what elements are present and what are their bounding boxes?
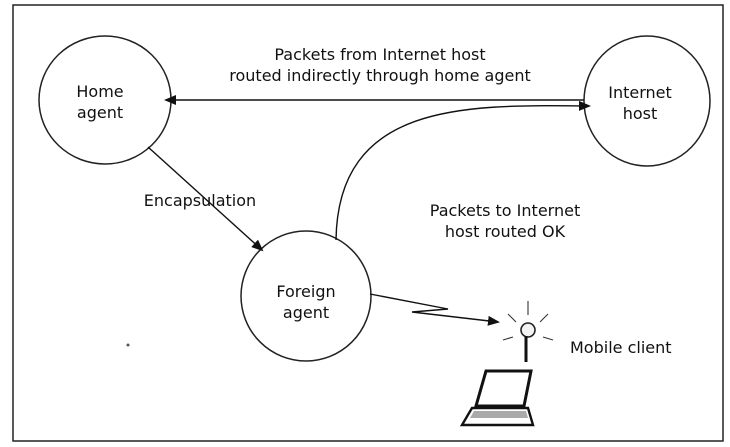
foreign-agent-circle bbox=[240, 230, 372, 362]
home-agent-node: Home agent bbox=[38, 35, 172, 165]
laptop-icon bbox=[459, 369, 535, 427]
mobile-client-label: Mobile client bbox=[570, 338, 672, 357]
foreign-agent-label-line2: agent bbox=[283, 303, 329, 322]
wireless-link-arrow bbox=[369, 293, 500, 326]
internet-host-node: Internet host bbox=[583, 35, 711, 167]
encapsulation-label: Encapsulation bbox=[144, 191, 256, 210]
internet-host-label-line2: host bbox=[623, 104, 658, 123]
direct-routing-label-line2: host routed OK bbox=[445, 222, 566, 241]
laptop-antenna-icon bbox=[502, 301, 554, 362]
direct-routing-label-line1: Packets to Internet bbox=[430, 201, 580, 220]
indirect-routing-label-line1: Packets from Internet host bbox=[274, 45, 485, 64]
home-agent-label-line2: agent bbox=[77, 103, 123, 122]
diagram-frame bbox=[12, 4, 724, 442]
foreign-agent-node: Foreign agent bbox=[240, 230, 372, 362]
direct-routing-arrow bbox=[335, 100, 591, 241]
encapsulation-arrow bbox=[147, 146, 264, 252]
internet-host-label-line1: Internet bbox=[608, 83, 672, 102]
scan-speck bbox=[126, 343, 130, 347]
home-agent-label-line1: Home bbox=[76, 82, 123, 101]
foreign-agent-label-line1: Foreign bbox=[276, 282, 335, 301]
indirect-routing-label-line2: routed indirectly through home agent bbox=[229, 66, 530, 85]
